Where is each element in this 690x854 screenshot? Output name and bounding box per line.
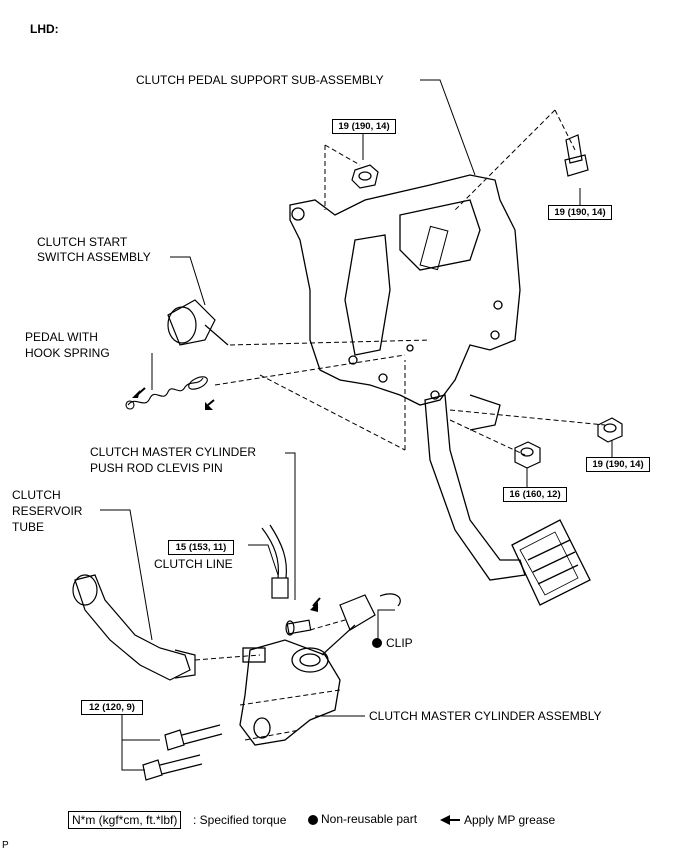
label-leader-lines (100, 79, 613, 771)
footer-code: P (2, 840, 9, 851)
torque-nut-lower: 16 (160, 12) (503, 487, 567, 502)
hook-spring (125, 376, 208, 410)
grease-arrows (132, 390, 450, 825)
push-rod (321, 593, 401, 656)
torque-bolt-top-right: 19 (190, 14) (548, 205, 612, 220)
label-clevis-pin-1: CLUTCH MASTER CYLINDER (90, 445, 257, 459)
label-reservoir-2: RESERVOIR (12, 504, 83, 518)
legend-torque-text: : Specified torque (193, 813, 287, 827)
nut-lower (514, 441, 541, 469)
legend-non-reusable: Non-reusable part (321, 812, 418, 826)
cylinder-bolts (142, 724, 223, 781)
clutch-line-pipe (261, 524, 289, 599)
master-cylinder (239, 639, 341, 746)
torque-nut-right: 19 (190, 14) (586, 457, 650, 472)
pedal-support-bracket (289, 174, 521, 431)
legend-torque-unit: N*m (kgf*cm, ft.*lbf) (68, 811, 182, 829)
diagram-heading: LHD: (30, 22, 59, 36)
clutch-pedal-arm (424, 394, 591, 606)
dashed-alignment-lines (194, 109, 606, 741)
label-hook-spring-1: PEDAL WITH (25, 330, 98, 344)
label-pedal-support: CLUTCH PEDAL SUPPORT SUB-ASSEMBLY (136, 73, 384, 87)
start-switch (167, 299, 229, 346)
label-start-switch-1: CLUTCH START (37, 235, 128, 249)
torque-nut-top: 19 (190, 14) (332, 119, 396, 134)
label-clevis-pin-2: PUSH ROD CLEVIS PIN (90, 461, 223, 475)
label-start-switch-2: SWITCH ASSEMBLY (37, 250, 151, 264)
label-clip: CLIP (386, 636, 413, 650)
torque-cylinder-bolts: 12 (120, 9) (81, 700, 143, 715)
nut-top (351, 164, 379, 189)
legend-grease: Apply MP grease (464, 813, 556, 827)
label-clutch-line: CLUTCH LINE (154, 557, 233, 571)
reservoir-tube (72, 574, 196, 681)
bracket-switch (419, 225, 449, 271)
clevis-pin (285, 619, 312, 636)
label-master-cylinder: CLUTCH MASTER CYLINDER ASSEMBLY (369, 709, 602, 723)
label-reservoir-3: TUBE (12, 520, 45, 534)
nut-right (597, 417, 623, 443)
label-reservoir-1: CLUTCH (12, 488, 61, 502)
bolt-top-right (564, 134, 589, 177)
label-hook-spring-2: HOOK SPRING (25, 346, 110, 360)
torque-clutch-line: 15 (153, 11) (168, 540, 234, 555)
